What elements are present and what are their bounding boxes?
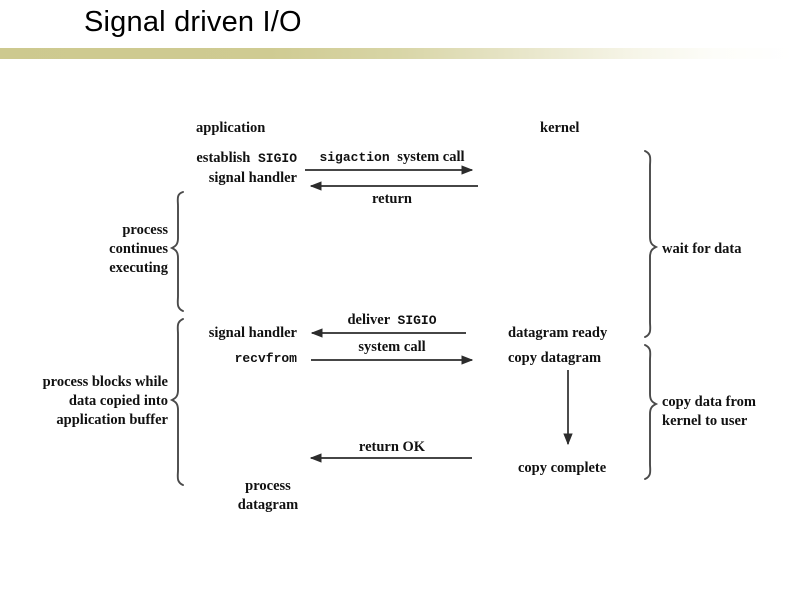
signal-handler-label-top: signal handler xyxy=(209,170,298,186)
kernel-column-header: kernel xyxy=(540,120,579,136)
sigaction-system-call-label: sigaction system call xyxy=(319,149,464,165)
copy-data-line-2: kernel to user xyxy=(662,413,748,429)
copy-data-line-1: copy data from xyxy=(662,394,756,410)
process-continues-line-3: executing xyxy=(109,260,169,276)
application-column-header: application xyxy=(196,120,265,136)
sigaction-mono: sigaction xyxy=(319,150,389,165)
process-blocks-line-2: data copied into xyxy=(69,393,168,409)
copy-complete-label: copy complete xyxy=(518,460,607,476)
signal-handler-label-mid: signal handler xyxy=(209,325,298,341)
datagram-ready-label: datagram ready xyxy=(508,325,608,341)
establish-word: establish xyxy=(196,150,250,166)
process-datagram-line-1: process xyxy=(245,478,291,494)
wait-for-data-brace xyxy=(644,150,659,338)
deliver-word: deliver xyxy=(347,312,390,328)
title-divider xyxy=(0,48,794,59)
process-datagram-line-2: datagram xyxy=(238,497,298,513)
process-blocks-line-3: application buffer xyxy=(56,412,168,428)
system-call-label: system call xyxy=(358,339,425,355)
wait-for-data-label: wait for data xyxy=(662,241,742,257)
process-continues-line-2: continues xyxy=(109,241,168,257)
process-blocks-brace xyxy=(169,318,184,486)
return-ok-label: return OK xyxy=(359,439,426,455)
sigaction-rest: system call xyxy=(397,149,464,165)
copy-data-brace xyxy=(644,344,659,480)
page-title: Signal driven I/O xyxy=(84,6,302,38)
establish-sigio-label: establish SIGIO xyxy=(196,150,297,166)
sigio-mono-top: SIGIO xyxy=(258,151,297,166)
return-label: return xyxy=(372,191,412,207)
recvfrom-label: recvfrom xyxy=(235,351,298,366)
process-continues-brace xyxy=(169,191,184,312)
copy-datagram-label: copy datagram xyxy=(508,350,601,366)
process-blocks-line-1: process blocks while xyxy=(43,374,169,390)
process-continues-line-1: process xyxy=(122,222,168,238)
deliver-sigio-label: deliver SIGIO xyxy=(347,312,436,328)
sigio-mono-mid: SIGIO xyxy=(398,313,437,328)
